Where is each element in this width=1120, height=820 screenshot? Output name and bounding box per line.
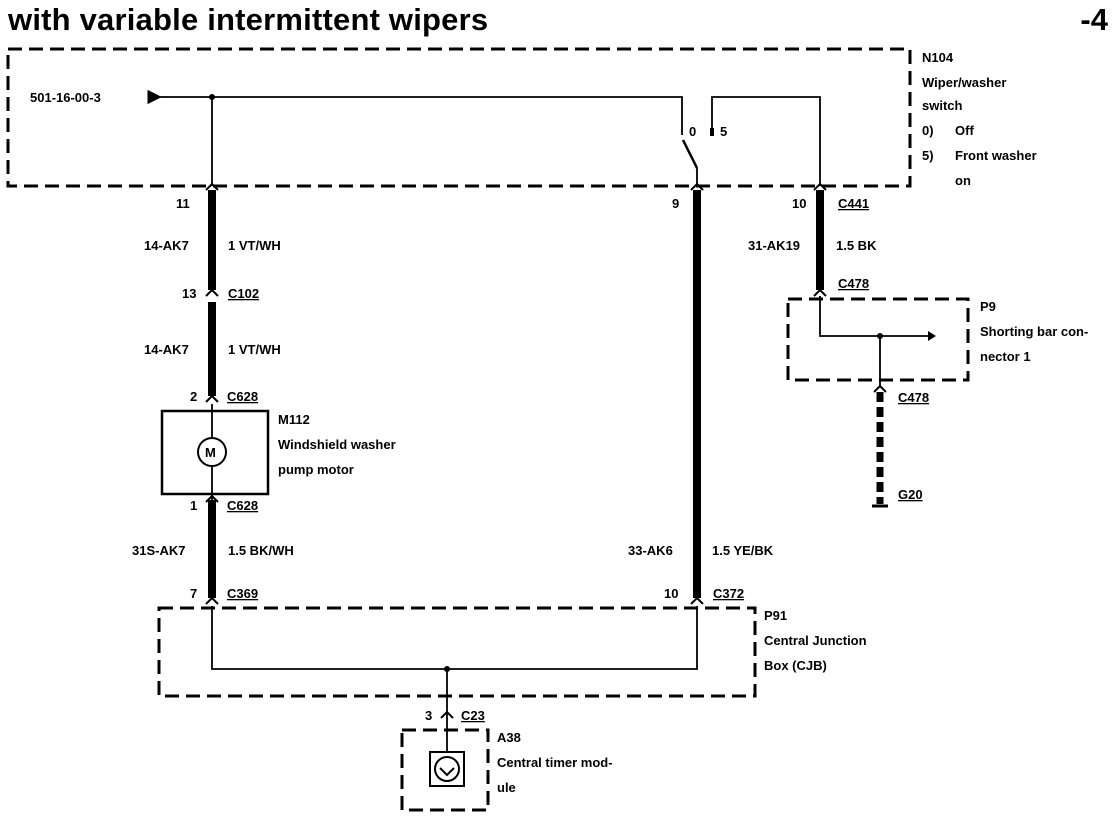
n104-pos5-num: 5) [922, 148, 934, 163]
a38-id: A38 [497, 730, 521, 745]
p9-shorting-bar-box [786, 297, 970, 382]
diagram-title: with variable intermittent wipers [8, 2, 489, 37]
n104-id: N104 [922, 50, 954, 65]
p9-bar-end [928, 331, 936, 341]
wire5-color: 1.5 BK [836, 238, 877, 253]
pin-13: 13 [182, 286, 196, 301]
ground-g20: G20 [898, 487, 923, 502]
clock-hands [439, 767, 455, 777]
pin-2: 2 [190, 389, 197, 404]
p9-id: P9 [980, 299, 996, 314]
a38-timer-box [400, 728, 490, 812]
m112-id: M112 [278, 412, 310, 427]
pin-9: 9 [672, 196, 679, 211]
wire2-circuit: 14-AK7 [144, 342, 189, 357]
connector-c628-bottom: C628 [227, 498, 258, 513]
n104-switch-box [6, 47, 912, 188]
connector-c372: C372 [713, 586, 744, 601]
wire2-color: 1 VT/WH [228, 342, 281, 357]
cjb-internal-wire [211, 606, 698, 670]
n104-pos5-text-2: on [955, 173, 971, 188]
m112-name-1: Windshield washer [278, 437, 396, 452]
p9-name-1: Shorting bar con- [980, 324, 1088, 339]
switch-pos-5: 5 [720, 124, 727, 139]
p9-bar-wire [819, 296, 928, 337]
page-number: -4 [1080, 2, 1108, 37]
a38-name-1: Central timer mod- [497, 755, 613, 770]
pin-11: 11 [176, 196, 190, 211]
pin-10-c441: 10 [792, 196, 806, 211]
wire3-circuit: 31S-AK7 [132, 543, 185, 558]
m112-name-2: pump motor [278, 462, 354, 477]
pin-7: 7 [190, 586, 197, 601]
pin-1: 1 [190, 498, 197, 513]
connector-c478-bottom: C478 [898, 390, 929, 405]
p9-name-2: nector 1 [980, 349, 1031, 364]
motor-symbol-letter: M [205, 445, 216, 460]
p91-id: P91 [764, 608, 787, 623]
wire5-circuit: 31-AK19 [748, 238, 800, 253]
n104-name-1: Wiper/washer [922, 75, 1006, 90]
switch-contact-5 [710, 128, 714, 136]
switch-pos-0: 0 [689, 124, 696, 139]
clock-icon [434, 756, 460, 782]
wire4-color: 1.5 YE/BK [712, 543, 774, 558]
n104-pos0-num: 0) [922, 123, 934, 138]
p91-cjb-box [157, 606, 757, 698]
connector-c23: C23 [461, 708, 485, 723]
wire1-circuit: 14-AK7 [144, 238, 189, 253]
wire3-color: 1.5 BK/WH [228, 543, 294, 558]
connector-c102: C102 [228, 286, 259, 301]
motor-symbol [197, 437, 227, 467]
switch-feed-wire [212, 96, 683, 135]
p91-name-1: Central Junction [764, 633, 867, 648]
connector-c478-top: C478 [838, 276, 869, 291]
pin-3: 3 [425, 708, 432, 723]
wire4-circuit: 33-AK6 [628, 543, 673, 558]
m112-motor-box [160, 409, 270, 496]
pin-10-c372: 10 [664, 586, 678, 601]
switch-pos5-wire [711, 96, 821, 186]
reference-label: 501-16-00-3 [30, 90, 101, 105]
connector-c628-top: C628 [227, 389, 258, 404]
n104-name-2: switch [922, 98, 963, 113]
n104-pos0-text: Off [955, 123, 974, 138]
n104-pos5-text: Front washer [955, 148, 1037, 163]
switch-contact-lever [681, 139, 699, 169]
p91-name-2: Box (CJB) [764, 658, 827, 673]
wire1-color: 1 VT/WH [228, 238, 281, 253]
a38-name-2: ule [497, 780, 516, 795]
connector-c369: C369 [227, 586, 258, 601]
connector-c441: C441 [838, 196, 869, 211]
